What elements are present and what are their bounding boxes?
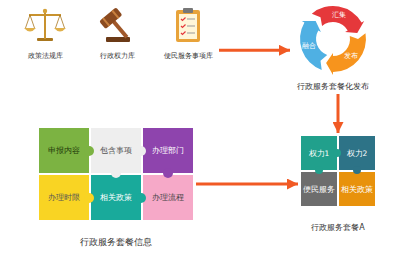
icon-node: 行政权力库 — [92, 6, 142, 60]
puzzle-piece: 办理流程 — [142, 174, 194, 221]
flow-arrow — [337, 94, 340, 133]
node-label: 汇集 — [332, 11, 346, 19]
puzzle-piece: 办理时限 — [38, 174, 90, 221]
clipboard-icon — [176, 8, 200, 42]
puzzle-piece: 权力2 — [338, 135, 376, 171]
caption-label: 行政权力库 — [100, 52, 135, 60]
puzzle-tab — [163, 168, 173, 178]
node-label: 办理时限 — [48, 193, 80, 202]
gavel-icon — [99, 7, 135, 44]
arc-arrow — [312, 6, 364, 33]
puzzle-group: 行政服务套餐信息 申报内容 包含事项 办理部门办理时限 相关政策 办理流程 — [38, 127, 194, 247]
node-label: 办理流程 — [152, 193, 184, 202]
puzzle-tab — [315, 166, 323, 174]
puzzle-tab — [333, 149, 341, 157]
node-label: 包含事项 — [100, 146, 132, 155]
arc-arrow — [300, 21, 327, 70]
puzzle-piece: 权力1 — [300, 135, 338, 171]
puzzle-tab — [353, 166, 361, 174]
node-label: 权力1 — [309, 149, 330, 158]
icon-node: 便民服务事项库 — [159, 6, 217, 60]
caption-label: 政策法规库 — [28, 52, 63, 60]
caption-label: 行政服务套餐信息 — [80, 237, 152, 247]
puzzle-tab — [84, 146, 94, 156]
node-label: 相关政策 — [341, 185, 373, 194]
puzzle-tab — [136, 146, 146, 156]
flow-arrow — [219, 49, 290, 52]
puzzle-group: 行政服务套餐A 权力1 权力2 便民服务相关政策 — [300, 135, 376, 233]
caption-label: 便民服务事项库 — [164, 52, 213, 60]
node-label: 融合 — [302, 42, 316, 50]
node-label: 便民服务 — [303, 185, 335, 194]
node-label: 权力2 — [347, 149, 368, 158]
caption-label: 行政服务套餐化发布 — [297, 82, 369, 92]
puzzle-piece: 办理部门 — [142, 127, 194, 174]
puzzle-tab — [136, 193, 146, 203]
flow-arrow — [196, 183, 298, 186]
icon-node: 政策法规库 — [20, 6, 70, 60]
node-label: 申报内容 — [48, 146, 80, 155]
caption-label: 行政服务套餐A — [311, 223, 364, 233]
puzzle-piece: 申报内容 — [38, 127, 90, 174]
node-label: 办理部门 — [152, 146, 184, 155]
puzzle-tab — [111, 168, 121, 178]
puzzle-piece: 包含事项 — [90, 127, 142, 174]
puzzle-tab — [84, 193, 94, 203]
node-label: 相关政策 — [100, 193, 132, 202]
puzzle-piece: 相关政策 — [90, 174, 142, 221]
node-label: 发布 — [344, 52, 358, 60]
arc-arrow — [326, 33, 366, 75]
puzzle-piece: 便民服务 — [300, 171, 338, 207]
cycle-diagram: 行政服务套餐化发布 汇集发布 融合 — [292, 4, 374, 92]
puzzle-piece: 相关政策 — [338, 171, 376, 207]
scales-icon — [24, 9, 66, 41]
